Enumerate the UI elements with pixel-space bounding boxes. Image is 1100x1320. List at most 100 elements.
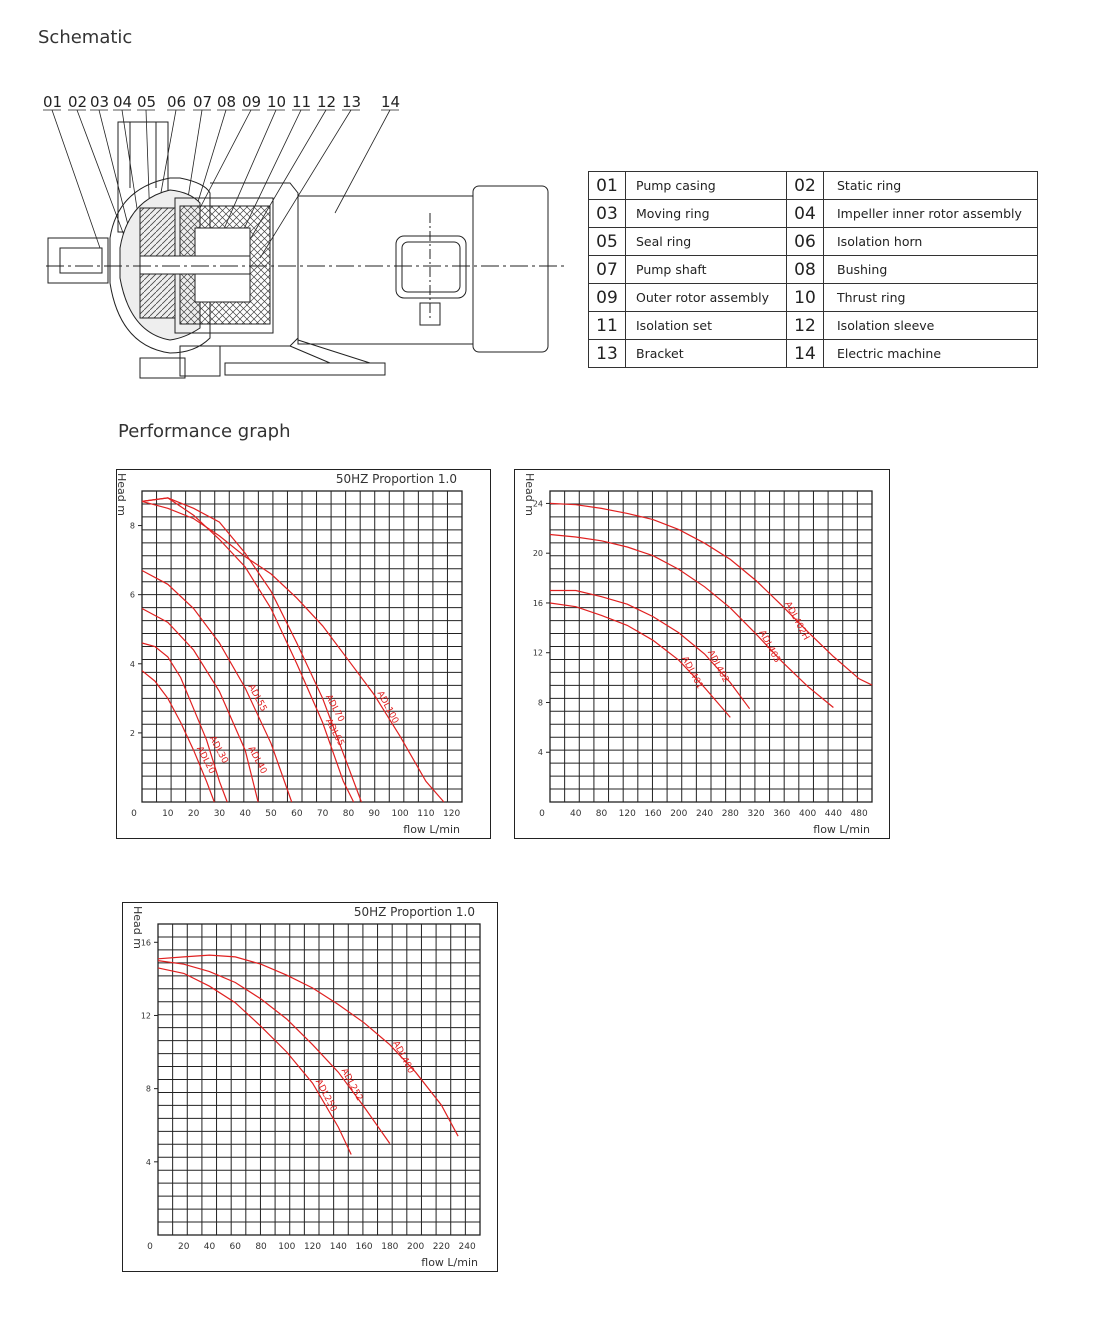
chart-frame (116, 469, 491, 839)
callout-02: 02 (68, 93, 87, 111)
y-tick-label: 12 (141, 1011, 151, 1020)
y-axis-label: Head m (523, 473, 536, 516)
leader-line (98, 109, 131, 234)
chart-grid (549, 490, 873, 803)
part-name: Electric machine (823, 339, 1038, 368)
part-name: Isolation set (625, 311, 787, 340)
y-tick-label: 20 (533, 549, 543, 558)
series-line-ADL402 (550, 589, 751, 710)
leader-line (51, 109, 101, 249)
x-tick-label: 50 (265, 809, 277, 819)
part-name: Pump casing (625, 171, 787, 200)
y-tick-label: 2 (130, 729, 135, 738)
part-name: Pump shaft (625, 255, 787, 284)
part-number: 04 (786, 199, 824, 228)
part-number: 11 (588, 311, 626, 340)
motor-body (297, 195, 474, 345)
x-axis-label: flow L/min (421, 1256, 478, 1269)
x-tick-label: 90 (369, 809, 381, 819)
x-tick-label: 60 (230, 1242, 242, 1252)
series-line-ADL100 (141, 500, 445, 803)
part-name: Outer rotor assembly (625, 283, 787, 312)
callout-05: 05 (137, 93, 156, 111)
chart-header: 50HZ Proportion 1.0 (336, 472, 457, 486)
part-name: Bushing (823, 255, 1038, 284)
x-tick-label: 100 (278, 1242, 295, 1252)
x-tick-label: 200 (407, 1242, 424, 1252)
part-number: 06 (786, 227, 824, 256)
leader-line (259, 109, 352, 259)
x-tick-label: 220 (433, 1242, 450, 1252)
chart-header: 50HZ Proportion 1.0 (354, 905, 475, 919)
part-number: 03 (588, 199, 626, 228)
part-number: 12 (786, 311, 824, 340)
x-tick-label: 360 (773, 809, 790, 819)
x-tick-label: 320 (747, 809, 764, 819)
callout-08: 08 (217, 93, 236, 111)
callout-07: 07 (193, 93, 212, 111)
y-tick-label: 4 (146, 1158, 151, 1167)
y-tick-label: 8 (146, 1085, 151, 1094)
part-number: 08 (786, 255, 824, 284)
y-tick-label: 12 (533, 649, 543, 658)
part-number: 05 (588, 227, 626, 256)
part-number: 09 (588, 283, 626, 312)
x-tick-label: 160 (644, 809, 661, 819)
x-tick-label: 30 (214, 809, 226, 819)
series-line-ADL20 (141, 670, 215, 803)
callout-03: 03 (90, 93, 109, 111)
series-line-ADL55 (141, 569, 293, 803)
part-number: 13 (588, 339, 626, 368)
part-number: 14 (786, 339, 824, 368)
callout-04: 04 (113, 93, 132, 111)
series-line-ADL70 (141, 497, 362, 803)
leader-line (76, 109, 126, 239)
callout-10: 10 (267, 93, 286, 111)
leader-line (334, 109, 391, 214)
y-axis-label: Head m (131, 906, 144, 949)
part-number: 07 (588, 255, 626, 284)
series-line-ADL400 (157, 954, 459, 1137)
x-tick-label: 160 (355, 1242, 372, 1252)
part-name: Seal ring (625, 227, 787, 256)
y-tick-label: 24 (533, 499, 543, 508)
x-tick-label: 40 (239, 809, 251, 819)
series-line-ADL30 (141, 642, 228, 803)
x-tick-label: 100 (391, 809, 408, 819)
y-tick-label: 4 (130, 660, 135, 669)
x-tick-label: 0 (539, 809, 545, 819)
x-tick-label: 120 (619, 809, 636, 819)
inlet-bore (59, 247, 103, 274)
callout-09: 09 (242, 93, 261, 111)
part-name: Bracket (625, 339, 787, 368)
x-axis-label: flow L/min (813, 823, 870, 836)
x-tick-label: 20 (178, 1242, 190, 1252)
series-line-ADL250 (157, 967, 352, 1155)
x-tick-label: 60 (291, 809, 303, 819)
x-tick-label: 110 (417, 809, 434, 819)
schematic-title: Schematic (38, 27, 133, 48)
x-tick-label: 280 (722, 809, 739, 819)
callout-01: 01 (43, 93, 62, 111)
part-number: 02 (786, 171, 824, 200)
y-tick-label: 8 (538, 698, 543, 707)
part-name: Isolation sleeve (823, 311, 1038, 340)
series-line-ADL40 (141, 607, 259, 803)
inlet-pipe (47, 237, 109, 284)
x-tick-label: 120 (304, 1242, 321, 1252)
x-tick-label: 40 (570, 809, 582, 819)
x-tick-label: 200 (670, 809, 687, 819)
x-tick-label: 40 (204, 1242, 216, 1252)
part-name: Thrust ring (823, 283, 1038, 312)
part-name: Impeller inner rotor assembly (823, 199, 1038, 228)
callout-11: 11 (292, 93, 311, 111)
y-axis-label: Head m (116, 473, 128, 516)
